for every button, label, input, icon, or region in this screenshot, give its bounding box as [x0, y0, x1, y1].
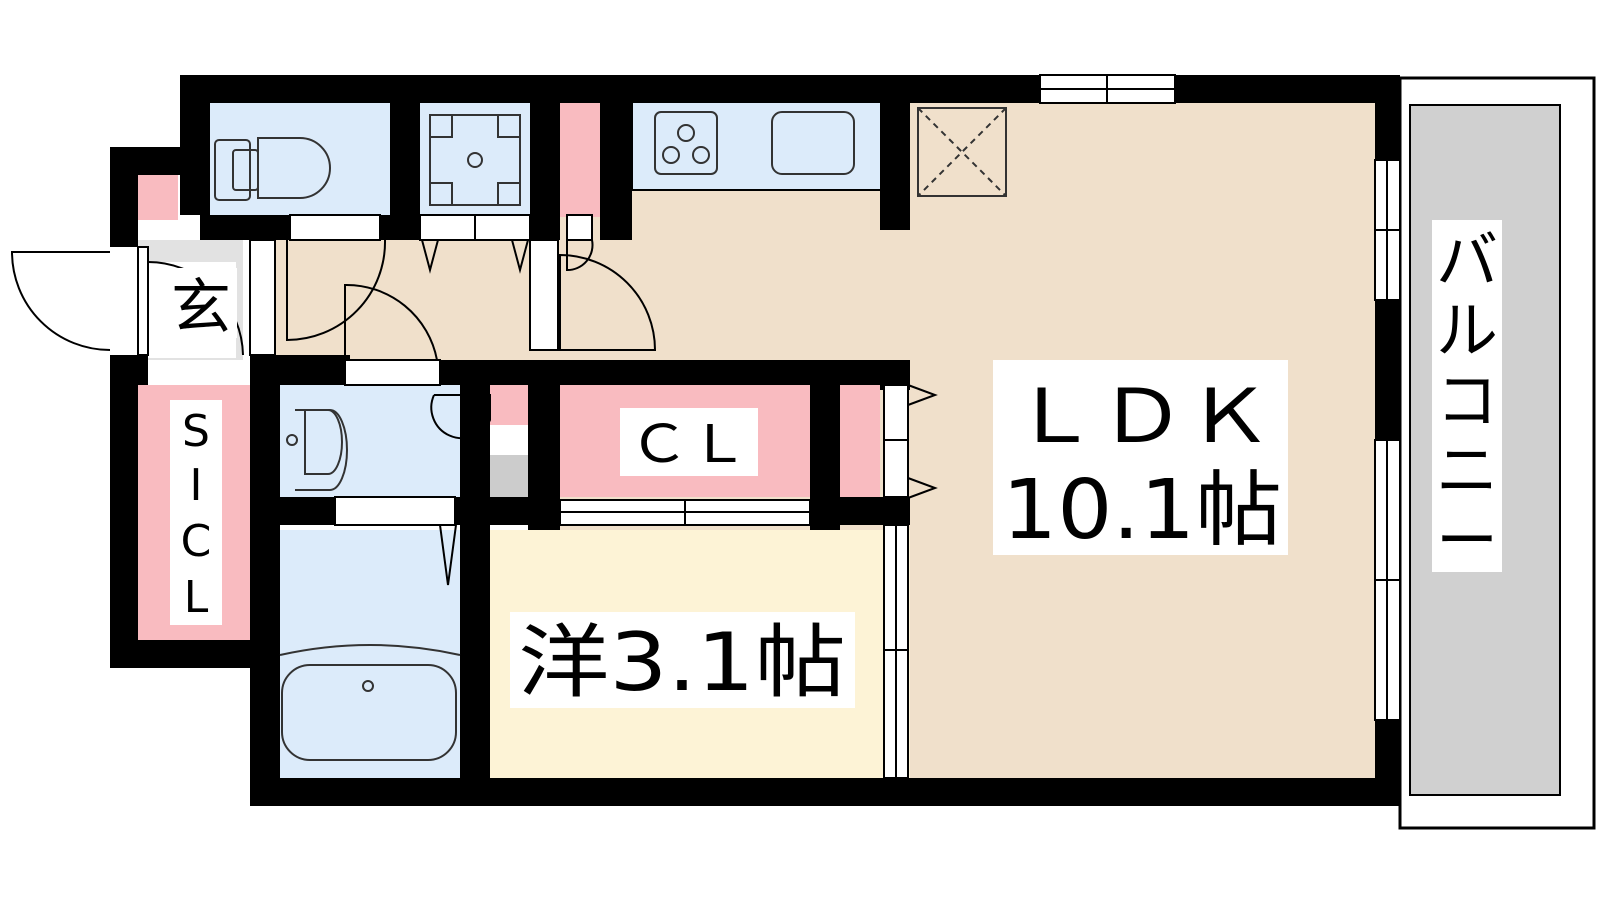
sicl-char-c: C — [181, 516, 212, 567]
sicl-char-l: L — [184, 572, 209, 623]
sink-icon — [771, 111, 855, 175]
stove-icon — [654, 111, 718, 175]
kitchen-counter — [631, 101, 883, 191]
balcony-inner — [1409, 104, 1561, 796]
toilet-icon — [214, 137, 331, 201]
ldk-size-label: 10.1帖 — [1002, 463, 1282, 558]
closet-label: ＣＬ — [629, 415, 749, 475]
washbasin-icon — [286, 409, 348, 491]
entrance-label: 玄 — [171, 273, 231, 343]
balcony-label: バ ル コ ニ ー — [1436, 224, 1498, 577]
bathroom — [280, 530, 470, 790]
fridge-space-icon — [917, 107, 1007, 197]
small-storage — [490, 385, 528, 425]
bathtub-icon — [279, 644, 461, 761]
balcony-char-4: ニ — [1436, 434, 1498, 507]
hall-floor — [250, 240, 550, 370]
balcony-char-1: バ — [1436, 224, 1498, 297]
washing-machine-icon — [429, 114, 521, 206]
western-room-label: 洋3.1帖 — [518, 616, 846, 709]
sicl-label: S I C L — [181, 406, 212, 623]
sicl-char-s: S — [182, 406, 210, 457]
sliding-doors — [419, 214, 909, 779]
door-jambs — [137, 214, 593, 526]
balcony-char-3: コ — [1436, 364, 1498, 437]
sicl-char-i: I — [190, 460, 203, 511]
shoe-cabinet — [138, 175, 178, 220]
walls — [110, 75, 1400, 806]
pantry-storage — [560, 102, 600, 217]
closet-side-storage — [840, 385, 880, 497]
ldk-name-label: ＬＤＫ — [1011, 374, 1273, 460]
balcony-char-2: ル — [1436, 294, 1498, 367]
balcony-char-5: ー — [1436, 504, 1498, 577]
windows — [1039, 74, 1401, 721]
grey-shaft — [490, 455, 528, 497]
washroom — [280, 385, 470, 510]
